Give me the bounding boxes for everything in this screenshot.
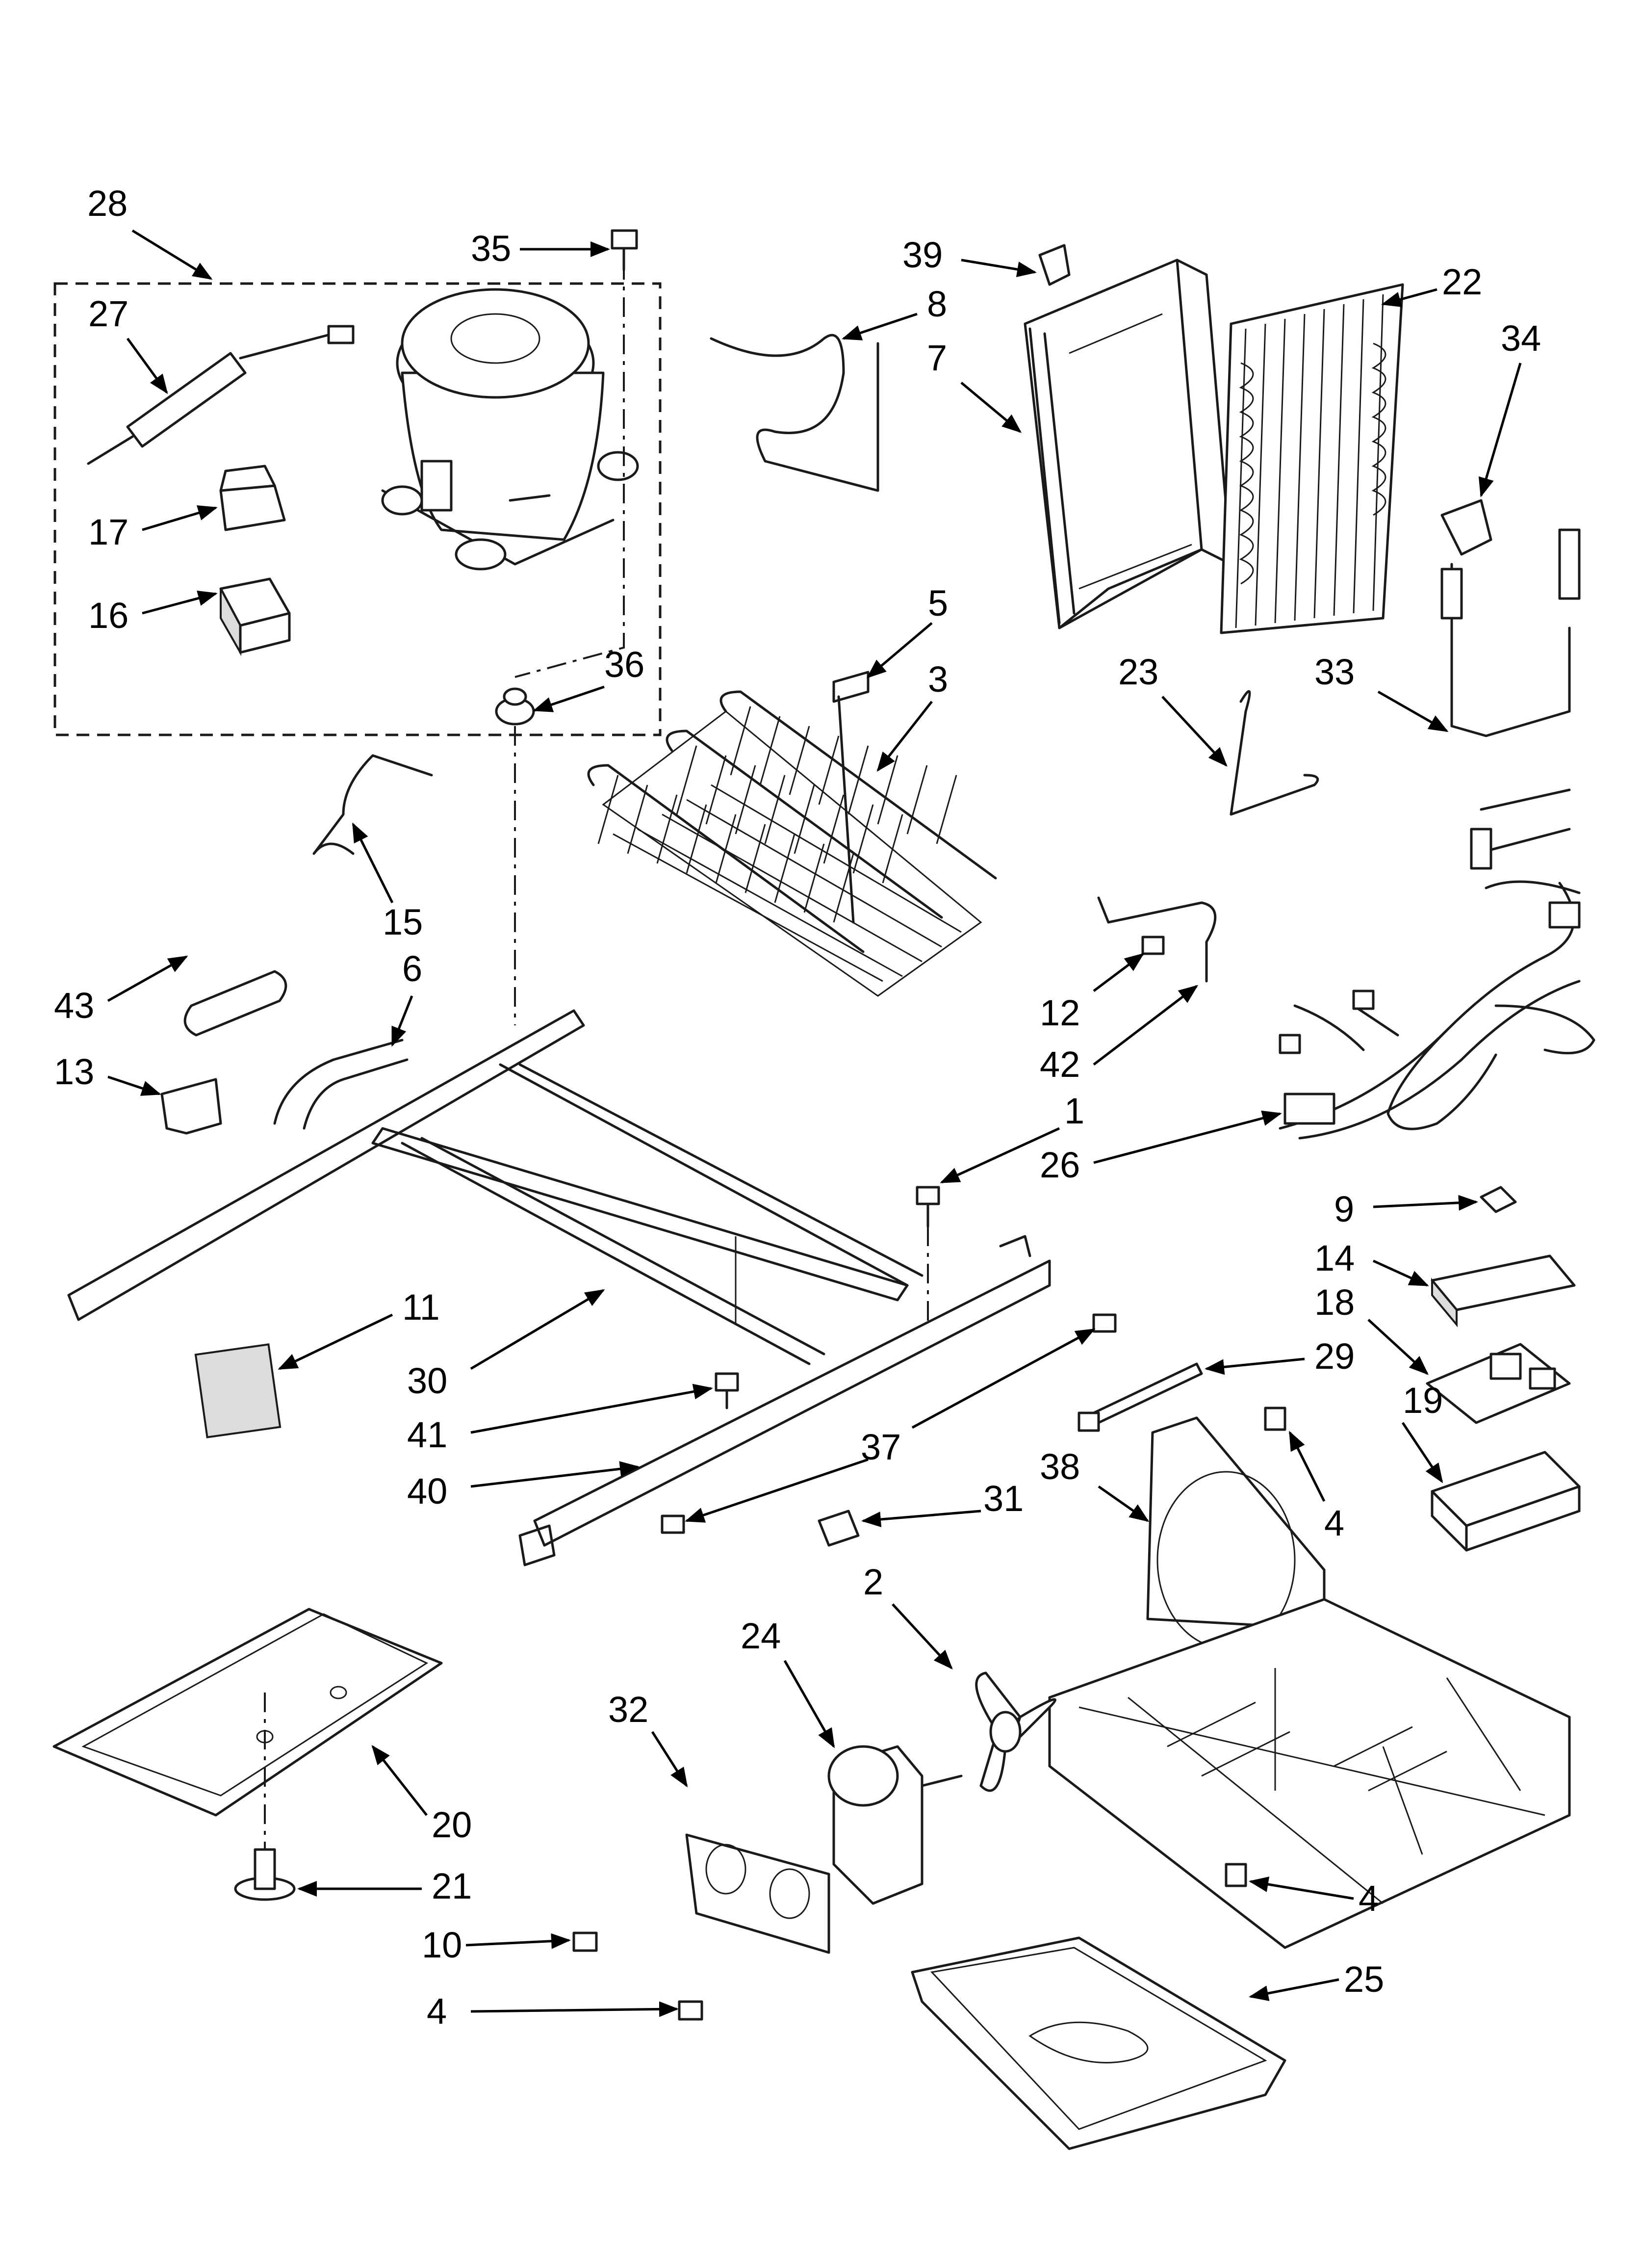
callout-27: 27 xyxy=(88,293,128,334)
callout-labels: 28 27 35 17 16 36 39 8 7 22 34 5 3 23 33… xyxy=(54,183,1541,2032)
callout-12: 12 xyxy=(1040,992,1080,1033)
callout-4-upper: 4 xyxy=(1324,1503,1344,1543)
relay-drawing xyxy=(219,577,291,656)
callout-1: 1 xyxy=(1064,1091,1084,1131)
callout-4-middle: 4 xyxy=(1359,1878,1379,1919)
tie-29-drawing xyxy=(1092,1362,1203,1424)
callout-33: 33 xyxy=(1314,652,1355,692)
evaporator-drawing xyxy=(1220,283,1404,634)
callout-30: 30 xyxy=(407,1360,447,1401)
board-drawing xyxy=(1426,1343,1571,1424)
callout-8: 8 xyxy=(927,284,947,324)
screw-10-drawing xyxy=(572,1931,598,1952)
screw-4b-drawing xyxy=(1225,1863,1247,1887)
fan-blade-drawing xyxy=(975,1671,1056,1792)
callout-15: 15 xyxy=(383,902,423,942)
screw-37b-drawing xyxy=(661,1514,685,1534)
screw-4c-drawing xyxy=(1264,1407,1286,1431)
callout-43: 43 xyxy=(54,985,94,1026)
callout-19: 19 xyxy=(1403,1380,1443,1421)
callout-20: 20 xyxy=(432,1804,472,1845)
evaporator-cover-drawing xyxy=(1024,259,1232,629)
connector-31-drawing xyxy=(818,1510,860,1547)
callout-13: 13 xyxy=(54,1051,94,1092)
screw-37a-drawing xyxy=(1092,1313,1117,1333)
callout-7: 7 xyxy=(927,338,947,378)
screw-35-drawing xyxy=(611,229,638,271)
tie-29-head xyxy=(1078,1411,1100,1432)
callout-28: 28 xyxy=(87,183,128,224)
tube-6-edge xyxy=(303,1058,409,1130)
callout-39: 39 xyxy=(902,235,943,275)
screw-4a-drawing xyxy=(678,2000,703,2021)
drain-pan-drawing xyxy=(911,1936,1286,2150)
callout-37: 37 xyxy=(861,1427,901,1467)
box-19-drawing xyxy=(1431,1451,1581,1552)
kit-dashed-box xyxy=(53,282,662,736)
insulation-drawing xyxy=(194,1343,282,1438)
callout-24: 24 xyxy=(741,1616,781,1656)
callout-14: 14 xyxy=(1314,1238,1355,1278)
tube-8-drawing xyxy=(710,334,879,492)
callout-29: 29 xyxy=(1314,1336,1355,1377)
callout-17: 17 xyxy=(88,512,128,552)
callout-31: 31 xyxy=(983,1478,1024,1519)
bracket-32-drawing xyxy=(685,1833,830,1954)
callout-36: 36 xyxy=(604,644,644,685)
sleeve-43-drawing xyxy=(183,970,287,1037)
callout-18: 18 xyxy=(1314,1282,1355,1323)
wire-15-drawing xyxy=(312,754,433,855)
compressor-drawing xyxy=(381,288,639,571)
callout-38: 38 xyxy=(1040,1446,1080,1487)
callout-26: 26 xyxy=(1040,1145,1080,1185)
callout-21: 21 xyxy=(432,1866,472,1906)
callout-41: 41 xyxy=(407,1414,447,1455)
callout-16: 16 xyxy=(88,595,128,636)
cover-20-drawing xyxy=(52,1608,443,1854)
condenser-drawing xyxy=(587,690,997,997)
callout-22: 22 xyxy=(1442,261,1482,302)
wire-23-drawing xyxy=(1230,690,1319,816)
compressor-kit-group xyxy=(53,282,662,736)
part-9-drawing xyxy=(1480,1186,1517,1213)
callout-11: 11 xyxy=(402,1287,440,1328)
callout-42: 42 xyxy=(1040,1044,1080,1085)
screw-guide-line xyxy=(514,260,625,678)
callout-3: 3 xyxy=(928,659,948,700)
callout-25: 25 xyxy=(1344,1959,1384,2000)
harness-drawing xyxy=(1279,788,1595,1140)
clip-39-drawing xyxy=(1038,244,1071,286)
foot-21-drawing xyxy=(234,1848,296,1901)
callout-34: 34 xyxy=(1501,318,1541,359)
cover-14-drawing xyxy=(1431,1254,1576,1328)
overload-drawing xyxy=(219,465,286,531)
callout-5: 5 xyxy=(928,583,948,624)
callout-40: 40 xyxy=(407,1471,447,1512)
clip-34-drawing xyxy=(1440,499,1492,556)
motor-drawing xyxy=(827,1745,963,1905)
screw-12-drawing xyxy=(1141,936,1165,955)
screw-41-drawing xyxy=(715,1372,739,1409)
callout-23: 23 xyxy=(1118,652,1158,692)
drier-drawing xyxy=(1440,528,1581,737)
tube-42-drawing xyxy=(1097,896,1217,983)
tube-6-drawing xyxy=(273,1039,404,1125)
callout-9: 9 xyxy=(1334,1189,1354,1229)
callout-4-lower: 4 xyxy=(427,1991,447,2032)
callout-32: 32 xyxy=(608,1689,648,1730)
bracket-40-drawing xyxy=(518,1235,1051,1566)
capacitor-drawing xyxy=(87,325,355,465)
clip-5-drawing xyxy=(832,671,870,703)
callout-10: 10 xyxy=(422,1925,462,1965)
callout-2: 2 xyxy=(863,1562,883,1602)
frame-drawing xyxy=(67,1009,924,1365)
callout-6: 6 xyxy=(402,948,422,989)
screw-1-drawing xyxy=(916,1186,940,1228)
grommet-drawing xyxy=(495,687,535,726)
base-shroud-drawing xyxy=(1048,1416,1571,1949)
part-13-drawing xyxy=(160,1078,222,1135)
callout-35: 35 xyxy=(471,228,511,269)
